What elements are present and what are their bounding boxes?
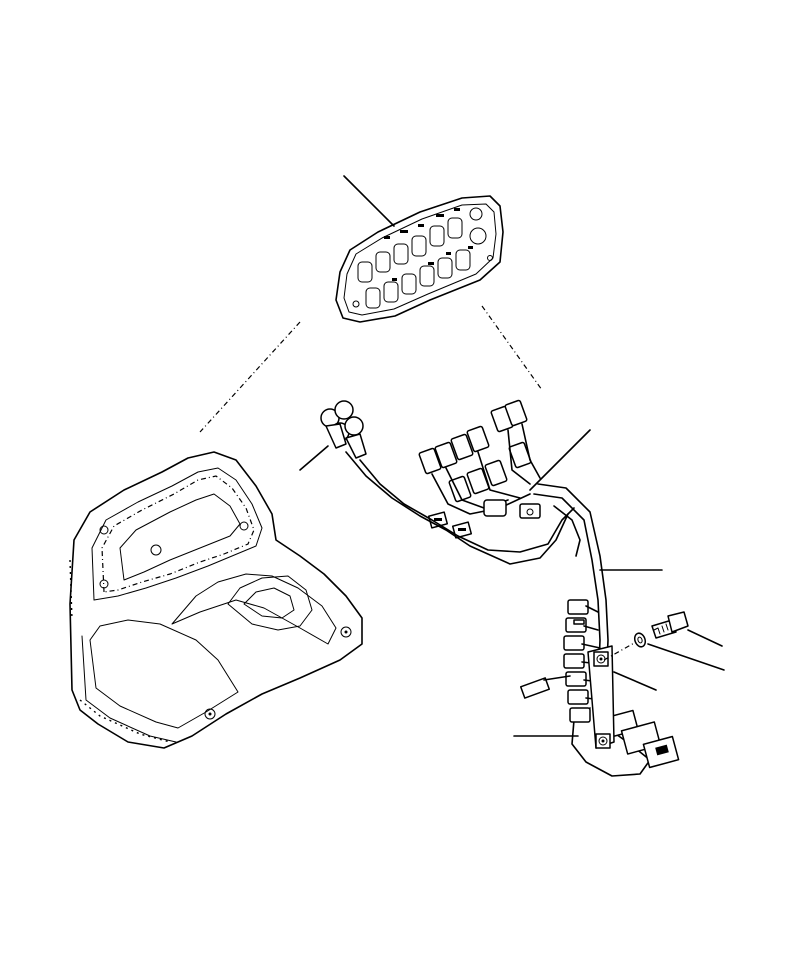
bolt <box>651 611 689 639</box>
leader-bolt <box>687 629 723 647</box>
leader-washer <box>647 643 725 671</box>
leader-lines <box>299 175 725 737</box>
alignment-line <box>199 321 301 433</box>
lamp-socket-branch <box>320 400 581 565</box>
leader-switch-panel <box>343 175 395 227</box>
bracket <box>587 645 615 749</box>
alignment-line <box>481 305 543 391</box>
switch-panel <box>335 195 504 323</box>
leader-lamp-socket <box>299 445 329 471</box>
lower-connectors <box>519 599 680 769</box>
leader-bracket <box>613 671 657 691</box>
operator-console <box>69 451 363 749</box>
washer <box>633 632 647 648</box>
leader-clamp <box>529 429 591 491</box>
upper-connectors <box>418 399 541 539</box>
